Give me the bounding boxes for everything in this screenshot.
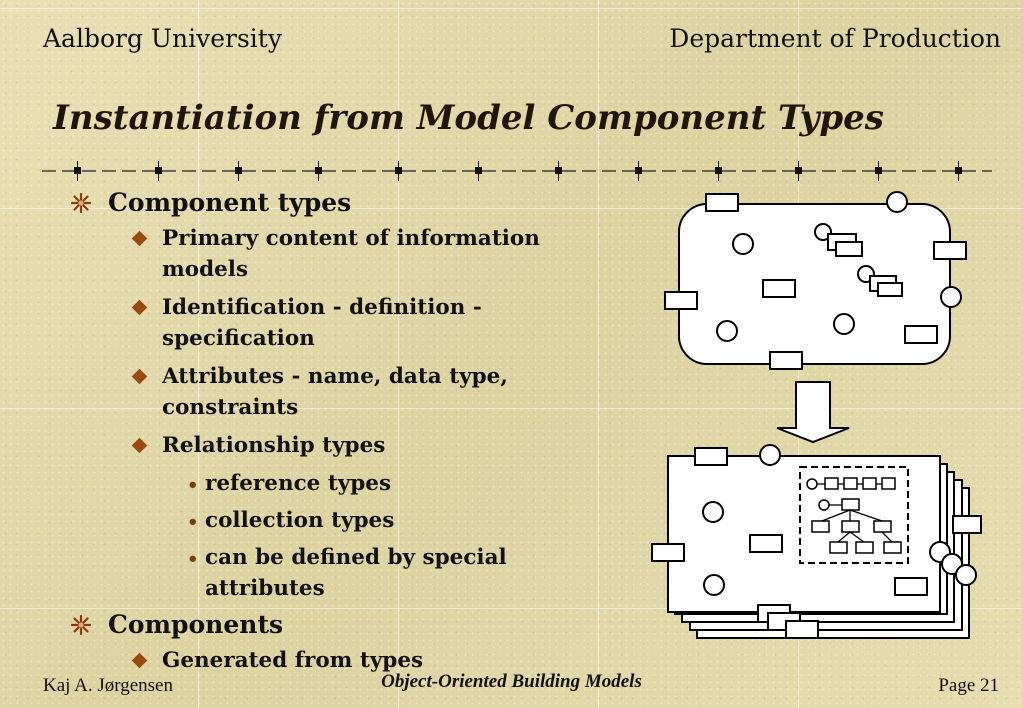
instantiation-diagram	[651, 191, 982, 639]
bullet-text: Relationship types	[162, 433, 386, 458]
header-university: Aalborg University	[43, 24, 282, 53]
bullet-relationship-types: Relationship types	[70, 430, 630, 461]
down-arrow-icon	[776, 381, 850, 444]
footer-presentation-title: Object-Oriented Building Models	[381, 671, 642, 692]
dot-bullet-icon: •	[187, 475, 199, 496]
title-divider	[42, 161, 992, 181]
bg-grid-line	[398, 0, 399, 708]
bullet-attributes: Attributes - name, data type, constraint…	[70, 361, 630, 423]
bg-grid-line	[0, 408, 1023, 409]
footer-page-number: Page 21	[938, 675, 999, 696]
dot-bullet-icon: •	[187, 549, 199, 570]
bullet-reference-types: • reference types	[70, 468, 630, 499]
bullet-text: Generated from types	[162, 648, 424, 673]
bullet-text: Component types	[108, 188, 352, 217]
bullet-text: can be defined by special attributes	[205, 545, 507, 601]
bullet-text: Identification - definition - specificat…	[162, 295, 482, 351]
bullet-identification: Identification - definition - specificat…	[70, 292, 630, 354]
bullet-list: Component types Primary content of infor…	[70, 188, 630, 683]
bg-grid-line	[198, 0, 199, 708]
bullet-special-attributes: • can be defined by special attributes	[70, 542, 630, 604]
bullet-primary-content: Primary content of information models	[70, 223, 630, 285]
bullet-text: collection types	[205, 508, 395, 533]
footer-author: Kaj A. Jørgensen	[43, 675, 173, 696]
bullet-text: Primary content of information models	[162, 226, 540, 282]
dot-bullet-icon: •	[187, 512, 199, 533]
diamond-bullet-icon	[131, 652, 148, 669]
slide-title: Instantiation from Model Component Types	[53, 98, 884, 138]
bg-grid-line	[598, 0, 599, 708]
bullet-collection-types: • collection types	[70, 505, 630, 536]
header-department: Department of Production	[669, 24, 1001, 53]
bg-grid-line	[0, 8, 1023, 9]
star-bullet-icon	[70, 192, 92, 214]
bullet-component-types: Component types	[70, 188, 630, 217]
diamond-bullet-icon	[131, 230, 148, 247]
bg-grid-line	[0, 208, 1023, 209]
diamond-bullet-icon	[131, 437, 148, 454]
diamond-bullet-icon	[131, 299, 148, 316]
bullet-text: Components	[108, 610, 284, 639]
diamond-bullet-icon	[131, 368, 148, 385]
star-bullet-icon	[70, 614, 92, 636]
bullet-generated-from-types: Generated from types	[70, 645, 630, 676]
bullet-text: Attributes - name, data type, constraint…	[162, 364, 508, 420]
bullet-components: Components	[70, 610, 630, 639]
bullet-text: reference types	[205, 471, 392, 496]
bg-grid-line	[0, 608, 1023, 609]
